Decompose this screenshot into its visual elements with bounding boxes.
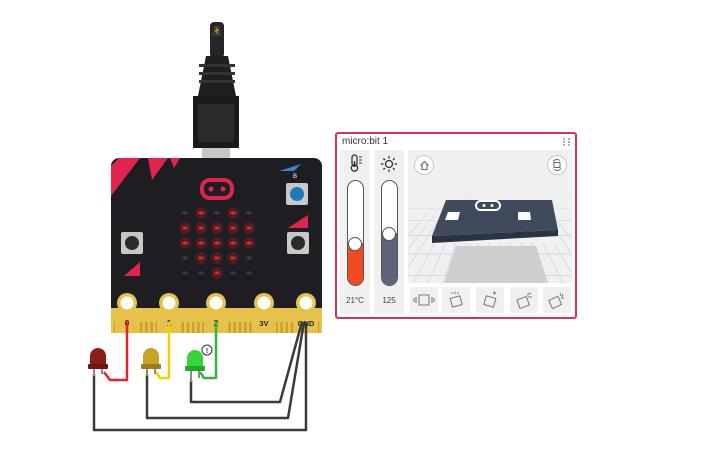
home-icon [419,160,429,170]
sun-icon [381,156,397,172]
led-cell [182,211,188,215]
led-cell [198,241,204,245]
pin-pad[interactable]: 3V [252,293,276,333]
connector-finger [192,322,195,333]
gesture-face-up[interactable] [510,287,538,313]
temperature-knob[interactable] [348,236,362,251]
gesture-tilt-left[interactable] [442,287,470,313]
rotate-icon [552,159,562,171]
led-cell [182,271,188,275]
led-cell [198,226,204,230]
led-cell [198,271,204,275]
warning-callout[interactable]: ! [201,344,213,356]
connector-finger [275,322,278,333]
connector-finger [285,322,288,333]
board-3d-view [408,189,572,283]
led-cell [182,241,188,245]
led-cell [214,226,220,230]
wire-pin2 [198,322,218,380]
led-cell [230,241,236,245]
logo-touch[interactable] [200,178,234,200]
light-value: 125 [382,296,396,305]
wire-pin0 [103,322,129,382]
rotate-view-button[interactable] [547,155,567,175]
wire-pin1 [154,322,171,380]
shake-icon [413,294,435,306]
led-cell [246,256,252,260]
accelerometer-view[interactable] [408,150,572,283]
connector-finger [238,322,242,333]
led-cell [246,226,252,230]
gesture-shake[interactable] [410,287,438,313]
connector-finger [202,322,205,333]
led-cell [214,241,220,245]
temperature-slider[interactable] [347,180,364,286]
usb-cable [193,22,239,162]
drag-handle-icon[interactable] [562,137,571,147]
led-cell [182,226,188,230]
callout-label: ! [206,348,208,355]
home-button[interactable] [414,155,434,175]
led-cell [214,271,220,275]
pin-label: 3V [259,319,268,328]
connector-finger [197,322,200,333]
button-b-label: B [293,174,297,180]
connector-finger [249,322,252,333]
freefall-icon [548,292,564,309]
led-matrix [179,207,255,279]
face-up-icon [516,292,532,309]
connector-finger [244,322,247,333]
connector-finger [150,322,153,333]
gesture-freefall[interactable] [543,287,571,313]
connector-finger [155,322,158,333]
thermometer-icon [350,154,362,172]
temperature-fill [348,242,363,285]
wire-gnd-3 [189,321,304,404]
temperature-value: 21°C [346,296,364,305]
led-green[interactable] [185,350,205,382]
connector-finger [140,322,143,333]
connector-finger [145,322,148,333]
wires [92,321,308,432]
led-cell [246,241,252,245]
led-yellow[interactable] [141,348,161,376]
board-3d-top [432,200,558,236]
light-knob[interactable] [382,227,396,242]
led-cell [246,271,252,275]
connector-finger [280,322,283,333]
tilt-left-icon [449,291,463,308]
connector-finger [233,322,236,333]
led-cell [182,256,188,260]
connector-finger [228,322,231,333]
connector-finger [186,322,190,333]
connector-finger [181,322,184,333]
led-cell [198,211,204,215]
led-cell [198,256,204,260]
led-cell [230,226,236,230]
led-cell [230,256,236,260]
wire-gnd-2 [145,321,306,420]
led-cell [230,211,236,215]
tilt-right-icon [483,291,497,308]
gesture-tilt-right[interactable] [476,287,504,313]
panel-title: micro:bit 1 [342,136,389,147]
pin-pad[interactable]: 1 [157,293,181,333]
led-cell [246,211,252,215]
led-cell [214,211,220,215]
wire-gnd-1 [92,322,308,432]
light-fill [382,233,397,285]
led-dark-red[interactable] [88,348,108,376]
connector-finger [290,322,294,333]
led-cell [230,271,236,275]
led-cell [214,256,220,260]
